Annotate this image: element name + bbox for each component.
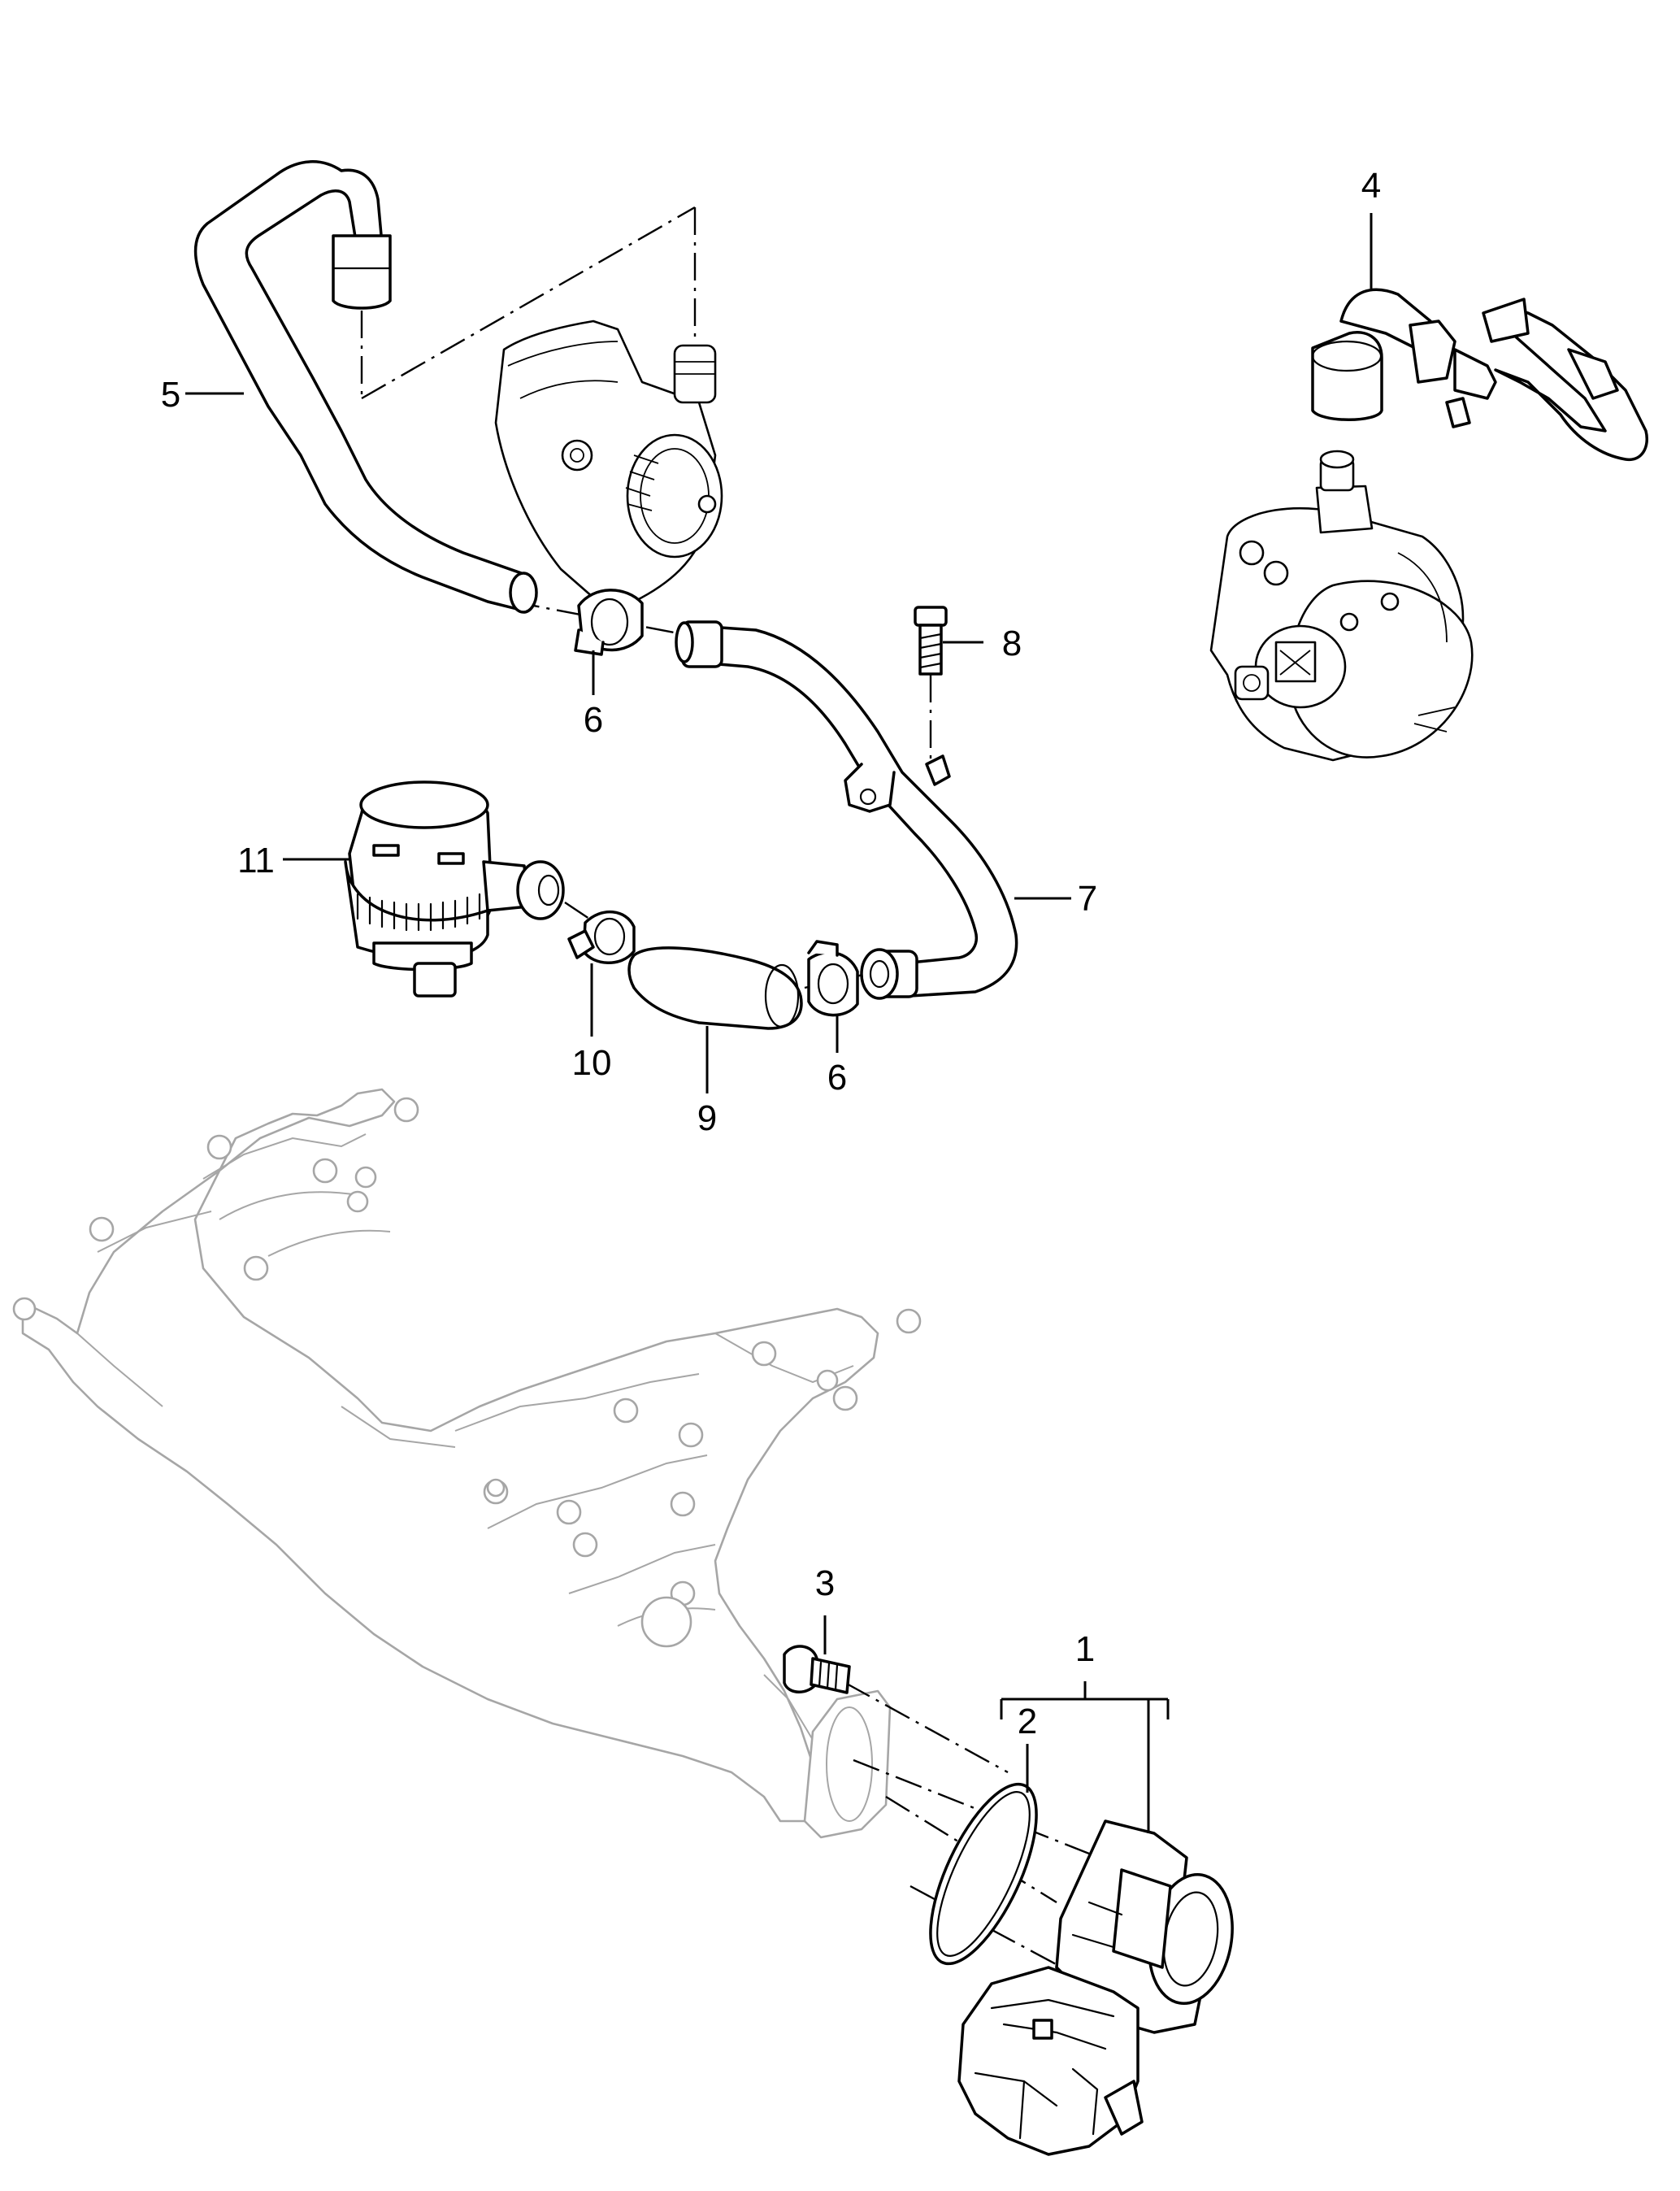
bolt-3 xyxy=(783,1645,851,1694)
callout-labels: 1 2 3 4 5 6 6 7 8 9 10 11 xyxy=(161,166,1381,1741)
callout-9: 9 xyxy=(697,1098,717,1138)
callout-10: 10 xyxy=(572,1043,612,1083)
callout-6-upper: 6 xyxy=(584,700,603,740)
callout-6-lower: 6 xyxy=(827,1058,847,1098)
clamp-10 xyxy=(567,911,636,964)
callout-4: 4 xyxy=(1361,166,1381,206)
clamp-6-lower xyxy=(807,940,859,1017)
oil-filler-neck-reference xyxy=(494,320,723,603)
callout-2: 2 xyxy=(1018,1702,1037,1741)
hose-5 xyxy=(193,160,538,614)
callout-11: 11 xyxy=(237,841,275,880)
oil-separator-11 xyxy=(344,780,565,998)
throttle-body-1 xyxy=(957,1819,1234,2156)
intake-manifold-reference xyxy=(12,1088,922,1839)
callout-5: 5 xyxy=(161,375,180,415)
clamp-6-upper xyxy=(574,589,644,656)
hose-7 xyxy=(675,620,1018,1000)
hose-9 xyxy=(627,946,803,1030)
callout-8: 8 xyxy=(1002,624,1022,663)
callout-3: 3 xyxy=(815,1563,835,1603)
callout-7: 7 xyxy=(1078,879,1097,919)
callout-1: 1 xyxy=(1075,1629,1095,1669)
leader-lines xyxy=(185,213,1373,1833)
bolt-8 xyxy=(914,606,948,676)
vacuum-hose-4 xyxy=(1311,288,1648,461)
vacuum-pump-reference xyxy=(1209,450,1474,762)
seal-ring-2 xyxy=(929,1782,1038,1966)
